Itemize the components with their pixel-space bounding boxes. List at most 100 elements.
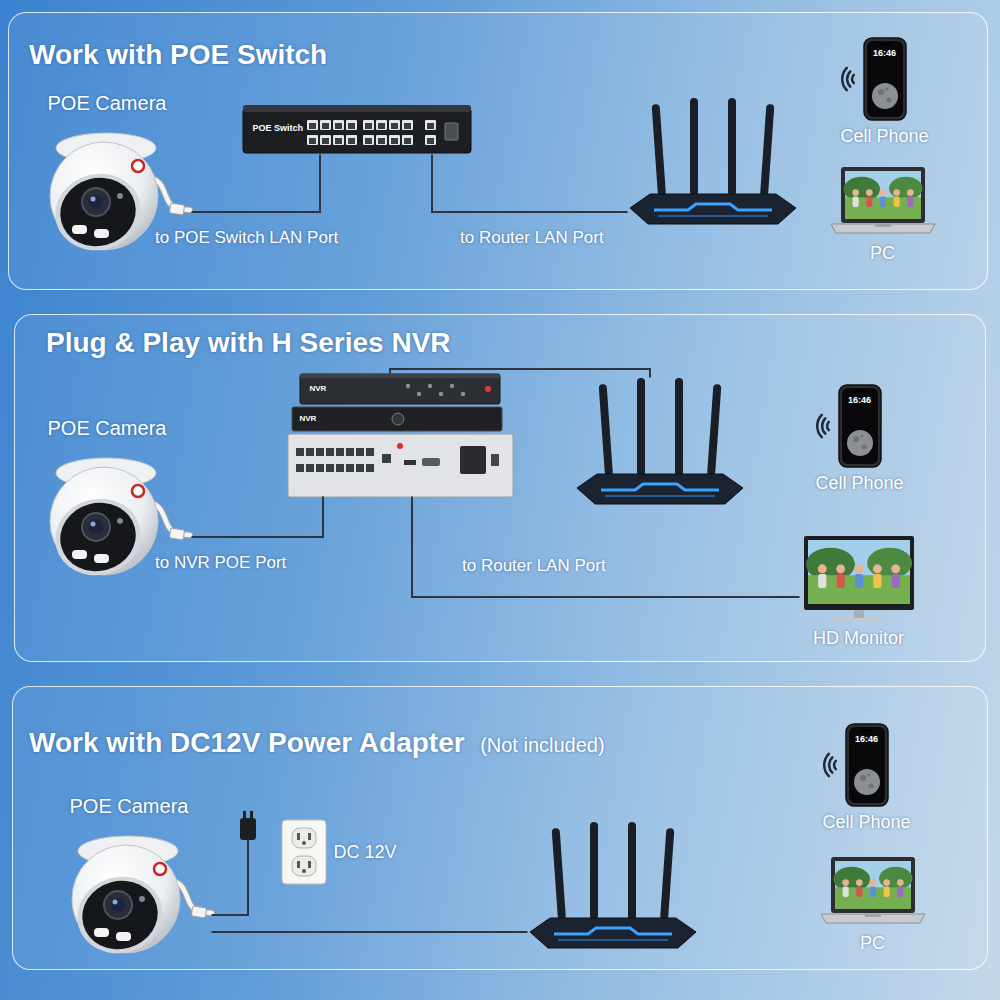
text-slot: NVR bbox=[310, 384, 327, 393]
cell-phone: 16:46Cell Phone bbox=[805, 383, 915, 497]
laptop-drawing-part bbox=[865, 189, 872, 196]
switch-drawing-part bbox=[243, 108, 471, 153]
text-slot: Work with DC12V Power Adapter bbox=[29, 727, 465, 759]
camera-drawing-part bbox=[72, 550, 87, 559]
phone-drawing-part bbox=[824, 753, 829, 775]
switch-drawing-part bbox=[376, 135, 387, 145]
switch-drawing-part bbox=[335, 123, 342, 129]
monitor-illustration bbox=[804, 536, 914, 624]
switch-drawing-part bbox=[333, 120, 344, 130]
power-adapter-drawing-part bbox=[240, 818, 256, 840]
device-label: NVR bbox=[300, 414, 317, 423]
device-label: HD Monitor bbox=[813, 628, 904, 649]
text-slot: to Router LAN Port bbox=[460, 228, 604, 248]
nvr-drawing-part bbox=[356, 464, 364, 472]
switch-drawing-part bbox=[391, 123, 398, 129]
text-slot: Cell Phone bbox=[840, 126, 928, 147]
phone-drawing-part bbox=[868, 783, 873, 788]
phone-drawing-part bbox=[846, 724, 888, 806]
monitor-drawing-part bbox=[804, 536, 914, 610]
pc-laptop: PC bbox=[825, 165, 940, 267]
laptop-drawing-part bbox=[893, 189, 900, 196]
laptop-drawing-part bbox=[845, 197, 921, 219]
switch-drawing-part bbox=[322, 123, 329, 129]
camera-drawing-part bbox=[132, 485, 144, 497]
laptop-illustration bbox=[821, 857, 925, 927]
laptop-drawing-part bbox=[852, 189, 859, 196]
text-slot: NVR bbox=[300, 414, 317, 423]
laptop-drawing-part bbox=[897, 879, 904, 886]
cable-label: to Router LAN Port bbox=[460, 228, 604, 248]
power-adapter-drawing-part bbox=[302, 869, 306, 873]
power-outlet: DC 12V bbox=[232, 808, 407, 890]
phone-drawing-part bbox=[864, 38, 906, 120]
switch-drawing-part bbox=[307, 135, 318, 145]
camera-drawing-part bbox=[82, 513, 110, 541]
laptop-drawing-part bbox=[879, 189, 886, 196]
nvr-drawing-part bbox=[405, 383, 409, 387]
nvr-recorder: NVR NVR bbox=[288, 374, 513, 497]
router-drawing-part bbox=[707, 383, 721, 475]
phone-drawing-part bbox=[867, 41, 903, 117]
device-label: POE Camera bbox=[48, 92, 167, 115]
nvr-drawing-part bbox=[460, 391, 464, 395]
power-adapter-drawing-part bbox=[297, 861, 300, 868]
switch-drawing-part bbox=[445, 123, 458, 140]
camera-drawing-part bbox=[117, 518, 123, 524]
camera-drawing-part bbox=[104, 891, 132, 919]
router-drawing bbox=[575, 378, 745, 508]
cable-label: to POE Switch LAN Port bbox=[155, 228, 338, 248]
monitor-drawing-part bbox=[854, 564, 863, 573]
camera-drawing-part bbox=[90, 521, 95, 526]
laptop-drawing-part bbox=[821, 914, 925, 923]
text-slot: POE Camera bbox=[48, 417, 167, 440]
switch-drawing-part bbox=[346, 120, 357, 130]
hd-monitor: HD Monitor bbox=[800, 536, 918, 651]
device-label: 16:46 bbox=[848, 395, 871, 405]
switch-drawing-part bbox=[363, 135, 374, 145]
switch-drawing-part bbox=[322, 138, 329, 144]
poe-switch: POE Switch bbox=[243, 105, 471, 155]
phone-drawing-part bbox=[842, 67, 847, 89]
router-illustration bbox=[528, 822, 698, 952]
laptop-drawing-part bbox=[841, 167, 925, 223]
switch-drawing-part bbox=[348, 123, 355, 129]
laptop-drawing bbox=[821, 857, 925, 927]
switch-drawing-part bbox=[309, 138, 316, 144]
power-adapter-drawing-part bbox=[282, 820, 326, 884]
camera-drawing-part bbox=[52, 494, 143, 579]
phone-drawing-part bbox=[827, 421, 829, 429]
text-slot: to Router LAN Port bbox=[462, 556, 606, 576]
router-drawing-part bbox=[660, 827, 674, 919]
monitor-drawing-part bbox=[873, 573, 881, 587]
text-slot: Plug & Play with H Series NVR bbox=[46, 327, 451, 359]
switch-drawing-part bbox=[378, 138, 385, 144]
switch-drawing-part bbox=[402, 120, 413, 130]
router-drawing-part bbox=[637, 378, 645, 476]
switch-drawing-part bbox=[243, 105, 471, 112]
switch-drawing-part bbox=[376, 120, 387, 130]
nvr-drawing-part bbox=[292, 407, 502, 431]
laptop-drawing-part bbox=[869, 886, 875, 897]
switch-drawing-part bbox=[365, 123, 372, 129]
camera-drawing-part bbox=[116, 932, 131, 941]
nvr-drawing-part bbox=[346, 448, 354, 456]
router-drawing-part bbox=[598, 383, 612, 475]
scenario-panel: Work with POE SwitchPOE CameraPOE Switch… bbox=[8, 12, 988, 290]
device-label: POE Camera bbox=[48, 417, 167, 440]
panel-heading: Plug & Play with H Series NVR bbox=[46, 327, 451, 359]
camera-drawing-part bbox=[90, 196, 95, 201]
switch-drawing-part bbox=[391, 138, 398, 144]
nvr-drawing-part bbox=[336, 448, 344, 456]
monitor-drawing-part bbox=[818, 573, 826, 587]
laptop-drawing-part bbox=[875, 224, 891, 227]
nvr-drawing-part bbox=[404, 460, 416, 465]
laptop-drawing-part bbox=[893, 196, 899, 207]
monitor-drawing-part bbox=[834, 618, 884, 622]
router-drawing-part bbox=[554, 928, 672, 934]
laptop-drawing-part bbox=[907, 196, 913, 207]
switch-drawing-part bbox=[427, 138, 434, 144]
laptop-drawing-part bbox=[856, 886, 862, 897]
device-label: PC bbox=[860, 933, 885, 954]
power-adapter-drawing-part bbox=[243, 811, 246, 819]
